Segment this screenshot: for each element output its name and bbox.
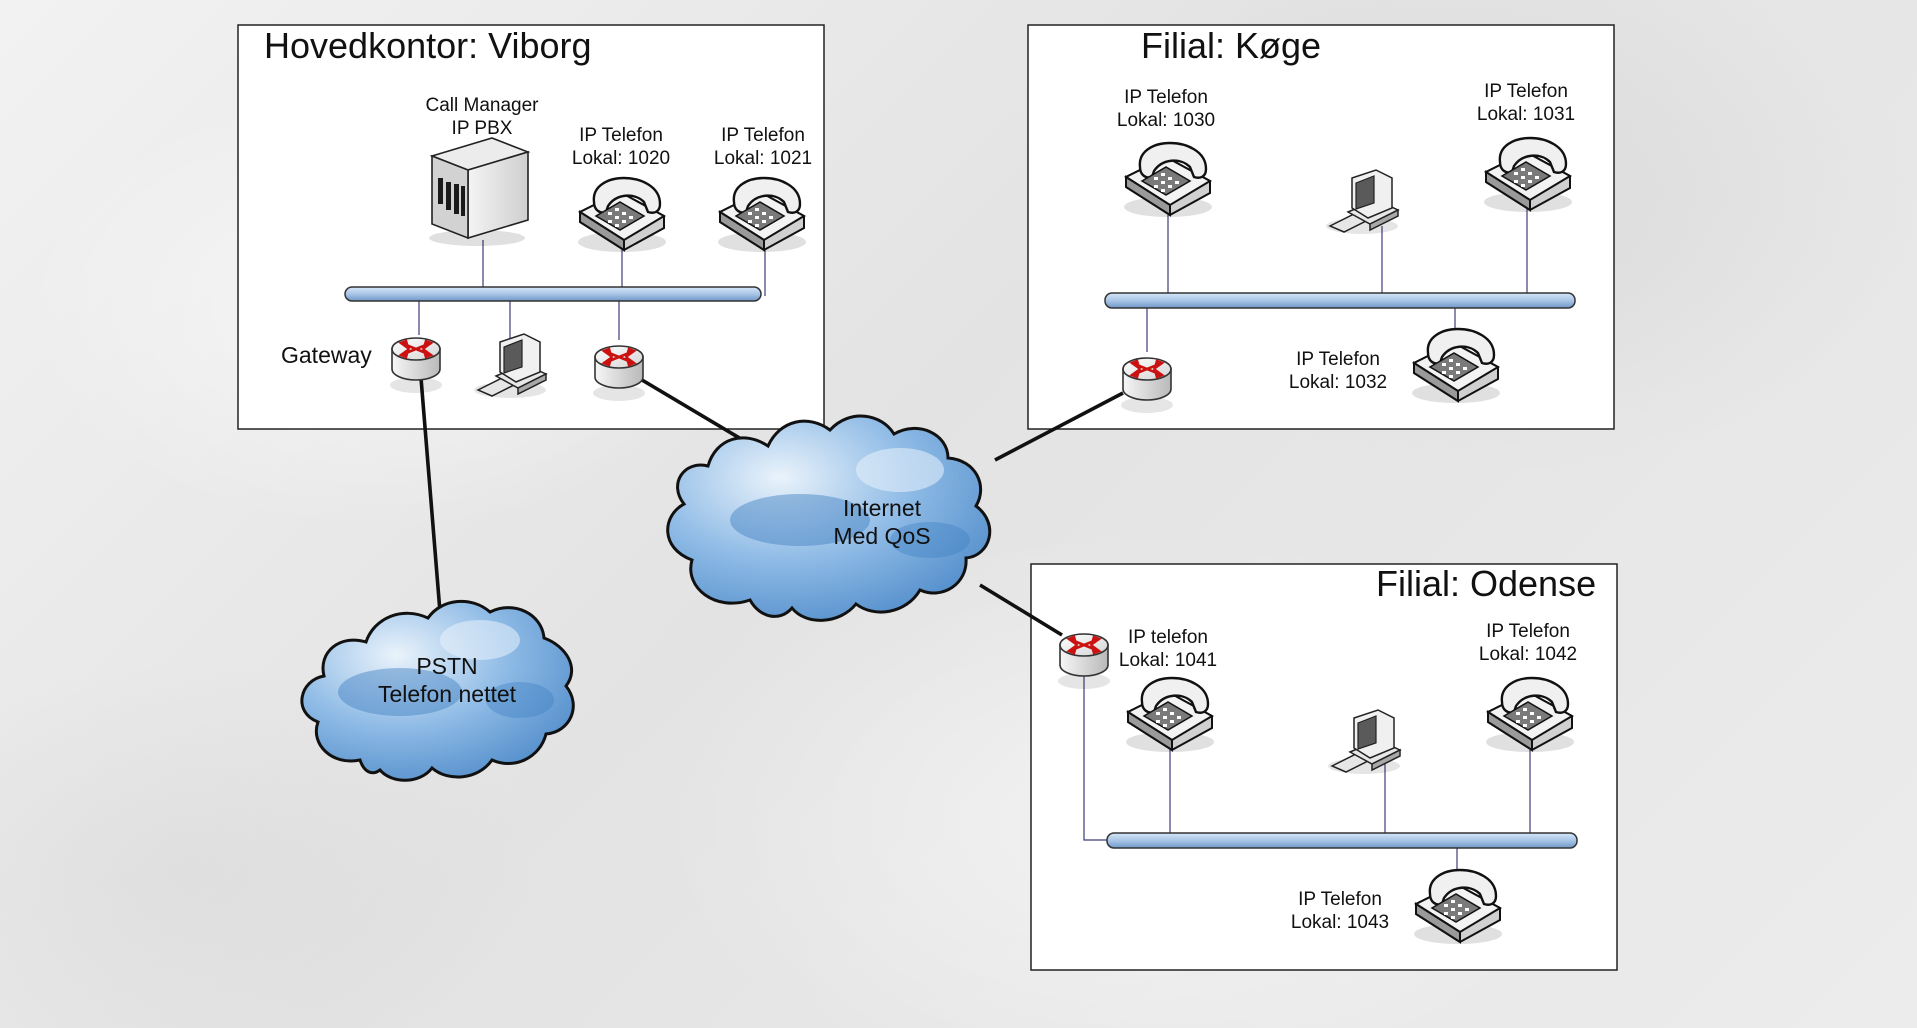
ip-phone-1043-line1: IP Telefon	[1298, 889, 1382, 910]
ip-phone-1041-label: IP telefon Lokal: 1041	[1108, 626, 1228, 672]
ip-phone-1030-label: IP Telefon Lokal: 1030	[1106, 86, 1226, 132]
site-title-koge: Filial: Køge	[1141, 25, 1322, 66]
viborg-router-icon	[591, 344, 647, 403]
ip-phone-1031-label: IP Telefon Lokal: 1031	[1466, 80, 1586, 126]
ip-phone-1020-line1: IP Telefon	[579, 125, 663, 146]
ip-phone-1021-label: IP Telefon Lokal: 1021	[703, 124, 823, 170]
gateway-router-icon	[388, 336, 444, 395]
ip-phone-1041-line1: IP telefon	[1128, 627, 1208, 648]
ip-phone-1031-line1: IP Telefon	[1484, 81, 1568, 102]
pstn-cloud-label: PSTN Telefon nettet	[347, 652, 547, 708]
link-gateway-pstn	[419, 377, 442, 613]
ip-phone-1032-line2: Lokal: 1032	[1288, 372, 1388, 394]
ip-phone-1042-label: IP Telefon Lokal: 1042	[1468, 620, 1588, 666]
ip-phone-1041-line2: Lokal: 1041	[1118, 650, 1218, 672]
ip-phone-1032-label: IP Telefon Lokal: 1032	[1278, 348, 1398, 394]
ip-phone-1020-line2: Lokal: 1020	[571, 148, 671, 170]
site-box-odense	[1030, 563, 1618, 971]
viborg-drops	[418, 240, 766, 340]
ip-phone-1042-line2: Lokal: 1042	[1478, 644, 1578, 666]
ip-phone-1030-line2: Lokal: 1030	[1116, 110, 1216, 132]
call-manager-server-icon	[429, 137, 531, 246]
lan-bus-viborg	[344, 286, 762, 302]
link-koge-router-internet	[994, 391, 1124, 462]
ip-phone-1031-line2: Lokal: 1031	[1476, 104, 1576, 126]
site-box-koge	[1027, 24, 1615, 430]
ip-phone-1021-line2: Lokal: 1021	[713, 148, 813, 170]
lan-bus-koge	[1104, 292, 1576, 309]
ip-phone-1042-line1: IP Telefon	[1486, 621, 1570, 642]
ip-phone-1032-line1: IP Telefon	[1296, 349, 1380, 370]
odense-router-icon	[1056, 632, 1112, 691]
internet-cloud-shape	[666, 414, 992, 622]
gateway-label: Gateway	[281, 342, 372, 368]
ip-phone-1043-line2: Lokal: 1043	[1290, 912, 1390, 934]
internet-cloud-label: Internet Med QoS	[782, 494, 982, 550]
internet-cloud-line1: Internet	[843, 495, 921, 521]
internet-cloud-line2: Med QoS	[833, 523, 931, 550]
call-manager-line2: IP PBX	[451, 118, 513, 140]
ip-phone-1030-line1: IP Telefon	[1124, 87, 1208, 108]
site-title-viborg: Hovedkontor: Viborg	[264, 25, 592, 66]
ip-phone-1043-label: IP Telefon Lokal: 1043	[1280, 888, 1400, 934]
koge-router-icon	[1119, 356, 1175, 415]
site-title-odense: Filial: Odense	[1376, 563, 1597, 604]
ip-phone-1020-label: IP Telefon Lokal: 1020	[561, 124, 681, 170]
link-internet-odense-router	[979, 583, 1063, 637]
ip-phone-1021-line1: IP Telefon	[721, 125, 805, 146]
odense-drops	[1083, 660, 1531, 876]
koge-drops	[1146, 205, 1528, 352]
lan-bus-odense	[1106, 832, 1578, 849]
pstn-cloud-line1: PSTN	[416, 653, 478, 679]
call-manager-line1: Call Manager	[425, 95, 539, 116]
pstn-cloud-line2: Telefon nettet	[377, 681, 517, 708]
call-manager-label: Call Manager IP PBX	[412, 94, 552, 140]
pstn-cloud-shape	[300, 599, 575, 782]
